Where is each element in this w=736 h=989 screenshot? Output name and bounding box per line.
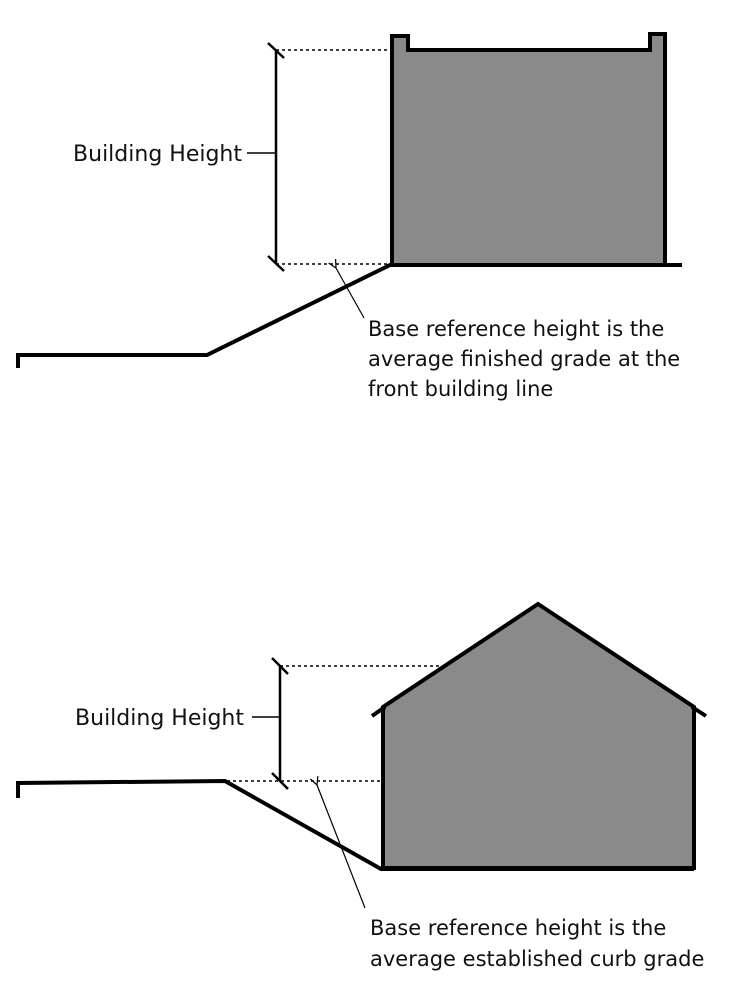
dimension-line-top [267,42,285,272]
flat-roof-building [390,32,667,267]
note-line-top-1: Base reference height is the [368,317,664,341]
figure-bottom-gable-roof: Building Height Base reference height is… [16,601,708,971]
pointer-arrow-bottom [317,785,366,909]
note-line-top-2: average finished grade at the [368,347,680,371]
ground-line-top [16,263,682,368]
ground-line-bottom [16,778,694,871]
note-line-bottom-2: average established curb grade [370,947,704,971]
note-text-top: Base reference height is the average fin… [368,317,687,401]
dimension-line-bottom [271,657,289,790]
gable-roof-building [381,601,696,870]
note-text-bottom: Base reference height is the average est… [370,916,704,971]
eave-right [690,705,708,718]
eave-left [370,705,387,718]
building-height-label-bottom: Building Height [75,706,244,731]
pointer-arrow-top [336,268,365,319]
note-line-bottom-1: Base reference height is the [370,916,666,940]
building-height-label-top: Building Height [73,142,242,167]
figure-top-flat-roof: Building Height Base reference height is… [16,32,687,401]
note-line-top-3: front building line [368,377,553,401]
